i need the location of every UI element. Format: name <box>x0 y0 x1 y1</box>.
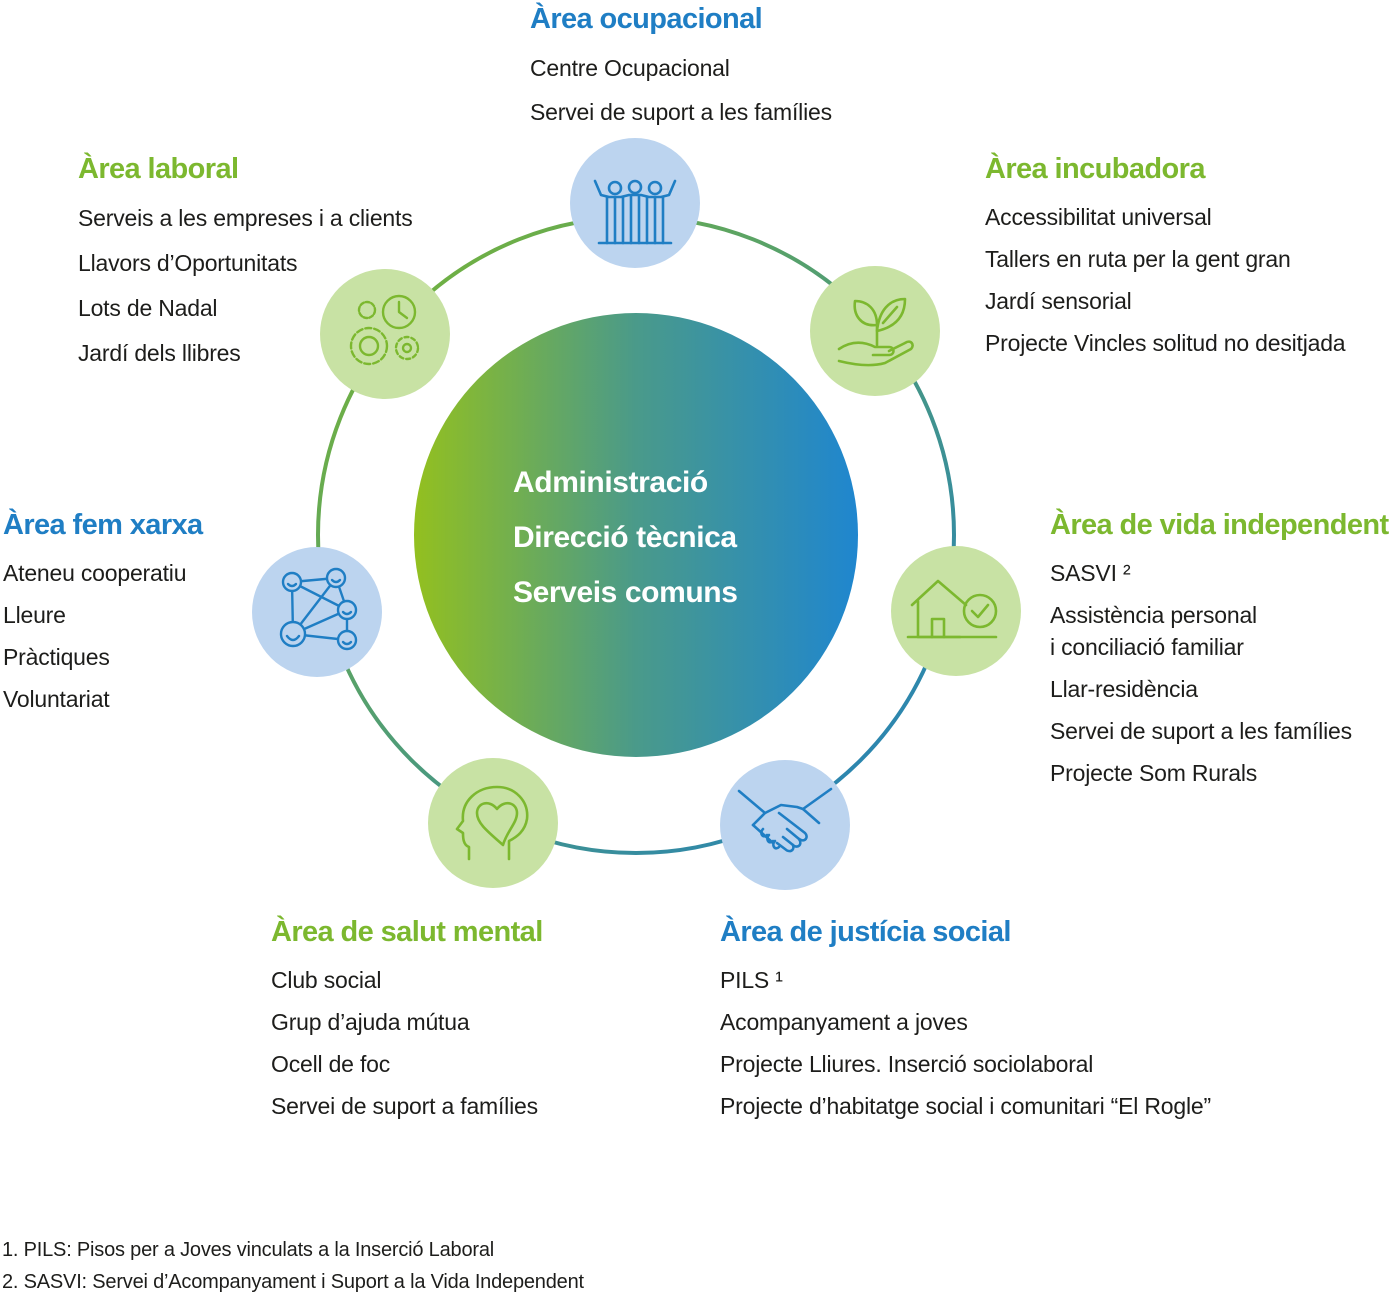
list-item: Projecte d’habitatge social i comunitari… <box>720 1093 1211 1119</box>
list-item: Projecte Lliures. Inserció sociolaboral <box>720 1051 1094 1077</box>
area-salut-mental: Àrea de salut mental Club social Grup d’… <box>271 915 543 1127</box>
area-fem-xarxa: Àrea fem xarxa Ateneu cooperatiu Lleure … <box>3 508 203 720</box>
center-label-direccio-tecnica: Direcció tècnica <box>513 521 737 554</box>
list-item: Club social <box>271 967 382 993</box>
list-item: Projecte Som Rurals <box>1050 760 1258 786</box>
list-item: Centre Ocupacional <box>530 55 730 81</box>
list-item: Llavors d’Oportunitats <box>78 250 298 276</box>
list-item: Servei de suport a les famílies <box>530 99 832 125</box>
list-item: Pràctiques <box>3 644 110 670</box>
people-raising-arms-icon <box>593 179 677 245</box>
area-title: Àrea laboral <box>78 153 239 185</box>
list-item: Accessibilitat universal <box>985 204 1212 230</box>
node-justicia-social <box>720 760 850 890</box>
network-faces-icon <box>279 567 358 651</box>
list-item: Servei de suport a les famílies <box>1050 718 1352 744</box>
hand-holding-plant-icon <box>837 297 914 367</box>
list-item: Serveis a les empreses i a clients <box>78 205 413 231</box>
list-item: Tallers en ruta per la gent gran <box>985 246 1291 272</box>
node-vida-independent <box>891 546 1021 676</box>
house-check-icon <box>906 579 998 639</box>
footnote: 1. PILS: Pisos per a Joves vinculats a l… <box>2 1239 494 1261</box>
list-item: Jardí dels llibres <box>78 340 241 366</box>
area-title: Àrea ocupacional <box>530 3 763 35</box>
list-item: Jardí sensorial <box>985 288 1132 314</box>
area-items: Club social Grup d’ajuda mútua Ocell de … <box>271 959 543 1127</box>
list-item: Ocell de foc <box>271 1051 391 1077</box>
area-justicia-social: Àrea de justícia social PILS ¹ Acompanya… <box>720 915 1211 1127</box>
list-item: Grup d’ajuda mútua <box>271 1009 470 1035</box>
list-item: PILS ¹ <box>720 967 783 993</box>
list-item: Llar-residència <box>1050 676 1198 702</box>
area-items: Ateneu cooperatiu Lleure Pràctiques Volu… <box>3 552 203 720</box>
area-laboral: Àrea laboral Serveis a les empreses i a … <box>78 152 413 376</box>
area-title: Àrea de salut mental <box>271 916 543 948</box>
area-ocupacional: Àrea ocupacional Centre Ocupacional Serv… <box>530 2 832 134</box>
node-salut-mental <box>428 758 558 888</box>
handshake-icon <box>737 787 833 853</box>
list-item: Ateneu cooperatiu <box>3 560 187 586</box>
list-item: Acompanyament a joves <box>720 1009 968 1035</box>
list-item: SASVI ² <box>1050 560 1131 586</box>
list-item: Lleure <box>3 602 66 628</box>
list-item: Lots de Nadal <box>78 295 218 321</box>
node-laboral <box>320 269 450 399</box>
list-item: Voluntariat <box>3 686 110 712</box>
area-items: SASVI ² Assistència personal i conciliac… <box>1050 552 1389 794</box>
area-title: Àrea incubadora <box>985 153 1205 185</box>
area-items: Centre Ocupacional Servei de suport a le… <box>530 46 832 134</box>
center-labels: Administració Direcció tècnica Serveis c… <box>513 455 738 620</box>
area-incubadora: Àrea incubadora Accessibilitat universal… <box>985 152 1346 364</box>
center-circle <box>414 313 858 757</box>
area-title: Àrea de vida independent <box>1050 509 1389 541</box>
head-heart-icon <box>455 785 529 861</box>
center-label-serveis-comuns: Serveis comuns <box>513 576 738 609</box>
list-item: Servei de suport a famílies <box>271 1093 538 1119</box>
node-ocupacional <box>570 138 700 268</box>
area-items: PILS ¹ Acompanyament a joves Projecte Ll… <box>720 959 1211 1127</box>
area-items: Serveis a les empreses i a clients Llavo… <box>78 196 413 376</box>
area-items: Accessibilitat universal Tallers en ruta… <box>985 196 1346 364</box>
footnote: 2. SASVI: Servei d’Acompanyament i Supor… <box>2 1271 584 1293</box>
area-title: Àrea fem xarxa <box>3 509 203 541</box>
node-incubadora <box>810 266 940 396</box>
footnotes: 1. PILS: Pisos per a Joves vinculats a l… <box>2 1234 584 1298</box>
list-item: Projecte Vincles solitud no desitjada <box>985 330 1346 356</box>
node-fem-xarxa <box>252 547 382 677</box>
area-vida-independent: Àrea de vida independent SASVI ² Assistè… <box>1050 508 1389 794</box>
gears-clock-icon <box>349 294 420 366</box>
center-label-administracio: Administració <box>513 466 708 499</box>
area-title: Àrea de justícia social <box>720 916 1011 948</box>
list-item: Assistència personal i conciliació famil… <box>1050 602 1257 660</box>
